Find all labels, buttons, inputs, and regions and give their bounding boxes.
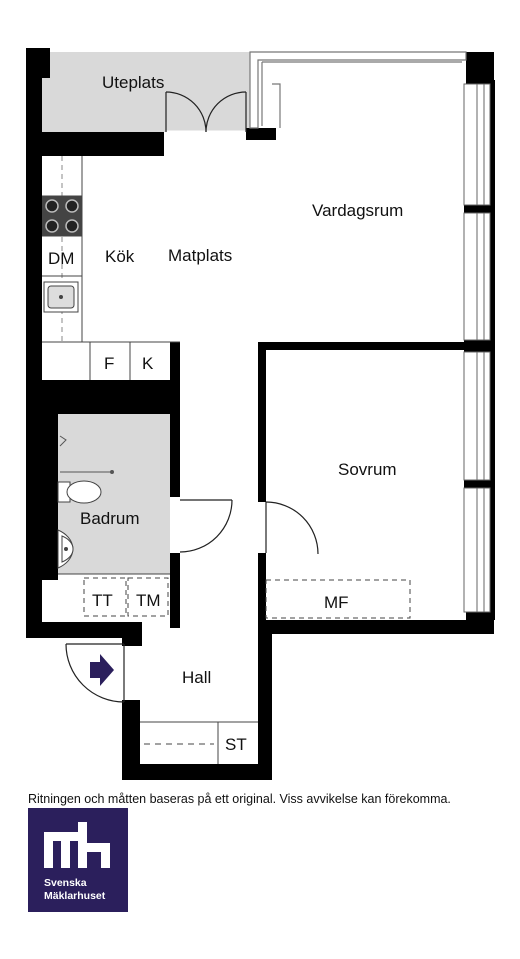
fixture-label-dm: DM bbox=[48, 249, 74, 268]
fixture-label-mf: MF bbox=[324, 593, 349, 612]
brand-mark-icon bbox=[44, 822, 110, 868]
bathroom-door bbox=[179, 499, 233, 553]
kitchen-counter bbox=[42, 156, 180, 380]
walls bbox=[26, 48, 495, 780]
room-label-uteplats: Uteplats bbox=[102, 73, 164, 92]
entrance-door bbox=[65, 643, 125, 703]
bathroom-sink-icon bbox=[57, 529, 74, 569]
shower-icon bbox=[59, 435, 114, 474]
room-label-vardagsrum: Vardagsrum bbox=[312, 201, 403, 220]
toilet-icon bbox=[57, 480, 102, 504]
patio-double-door bbox=[165, 91, 247, 134]
room-label-badrum: Badrum bbox=[80, 509, 140, 528]
fixture-label-tt: TT bbox=[92, 591, 113, 610]
fixture-label-k: K bbox=[142, 354, 154, 373]
windows bbox=[463, 83, 491, 613]
room-label-hall: Hall bbox=[182, 668, 211, 687]
fixture-label-f: F bbox=[104, 354, 114, 373]
bedroom-door bbox=[265, 501, 319, 555]
entrance-arrow-icon bbox=[90, 654, 114, 686]
svenska-maklarhuset-logo: Svenska Mäklarhuset bbox=[28, 808, 128, 912]
kitchen-sink-icon bbox=[43, 281, 79, 313]
room-label-matplats: Matplats bbox=[168, 246, 232, 265]
closets bbox=[58, 573, 411, 764]
stove-icon bbox=[42, 196, 82, 236]
patio-floor bbox=[40, 52, 250, 132]
brand-name-line1: Svenska bbox=[44, 877, 87, 889]
patio-railing bbox=[249, 51, 467, 129]
disclaimer-text: Ritningen och måtten baseras på ett orig… bbox=[28, 792, 451, 806]
floor-plan: Uteplats Vardagsrum Kök Matplats Sovrum … bbox=[26, 48, 495, 780]
brand-name-line2: Mäklarhuset bbox=[44, 890, 106, 902]
fixture-label-st: ST bbox=[225, 735, 247, 754]
room-label-kok: Kök bbox=[105, 247, 135, 266]
room-label-sovrum: Sovrum bbox=[338, 460, 397, 479]
fixture-label-tm: TM bbox=[136, 591, 161, 610]
